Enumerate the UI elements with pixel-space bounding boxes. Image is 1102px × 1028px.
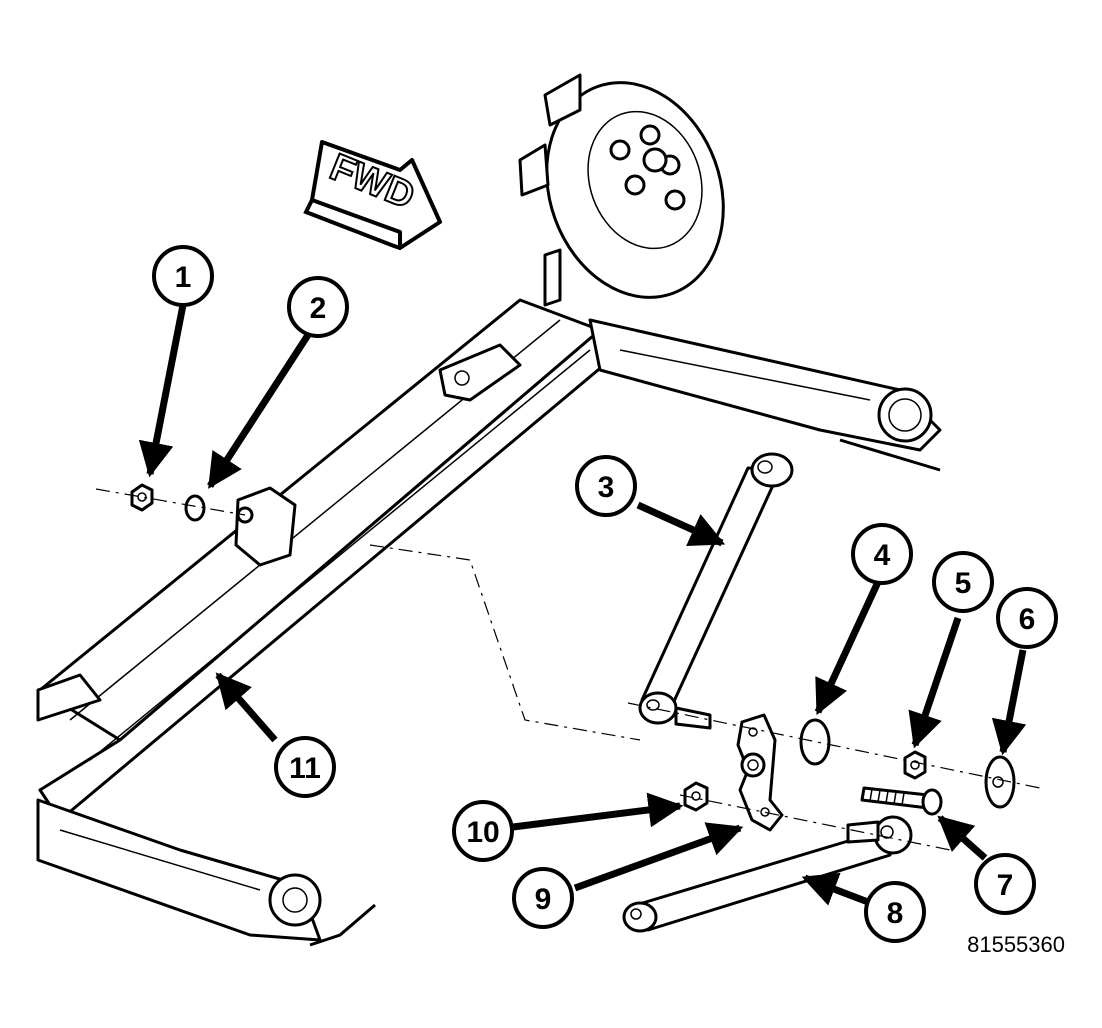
callout-label-1: 1 — [175, 261, 192, 294]
figure-number: 81555360 — [967, 932, 1065, 957]
washer-part-2 — [184, 494, 206, 522]
callout-9: 9 — [512, 867, 574, 929]
callout-2: 2 — [287, 276, 349, 338]
leader-6 — [991, 649, 1027, 756]
callout-5: 5 — [932, 551, 994, 613]
link-part-8 — [622, 815, 913, 933]
callout-label-4: 4 — [874, 539, 891, 572]
callout-7: 7 — [974, 853, 1036, 915]
leader-3 — [636, 501, 726, 547]
leader-1 — [138, 304, 187, 478]
leader-10 — [512, 792, 684, 831]
callout-10: 10 — [452, 800, 514, 862]
callout-label-5: 5 — [955, 567, 972, 600]
rear-axle-assembly — [36, 73, 942, 947]
leader-11 — [215, 672, 278, 743]
leader-lines — [138, 304, 1027, 906]
link-part-3 — [638, 452, 794, 730]
callout-11: 11 — [274, 736, 336, 798]
bracket-part-9 — [736, 713, 784, 832]
callout-label-7: 7 — [997, 869, 1014, 902]
nut-part-5 — [903, 750, 927, 780]
centerline-left — [95, 488, 246, 516]
leader-7 — [937, 815, 988, 861]
leader-4 — [814, 580, 882, 716]
leader-5 — [908, 616, 962, 749]
nut-part-1 — [130, 483, 154, 512]
centerline-long — [369, 544, 641, 741]
centerline-right-lower — [679, 794, 951, 851]
callout-label-2: 2 — [310, 292, 327, 325]
callout-label-6: 6 — [1019, 603, 1036, 636]
leader-8 — [801, 872, 870, 906]
callout-label-8: 8 — [887, 897, 904, 930]
leader-2 — [207, 333, 311, 489]
callout-label-9: 9 — [535, 883, 552, 916]
callout-6: 6 — [996, 587, 1058, 649]
bolt-part-7 — [860, 786, 943, 816]
callout-1: 1 — [152, 245, 214, 307]
callout-label-11: 11 — [289, 752, 321, 785]
callout-label-10: 10 — [466, 816, 499, 849]
callout-8: 8 — [864, 881, 926, 943]
nut-part-10 — [683, 781, 709, 812]
forward-direction-arrow: FWD — [303, 140, 442, 250]
callout-4: 4 — [851, 523, 913, 585]
centerline-right-upper — [627, 702, 1041, 789]
washer-part-4 — [799, 718, 831, 766]
leader-9 — [573, 822, 744, 892]
callout-label-3: 3 — [598, 471, 615, 504]
callout-3: 3 — [575, 455, 637, 517]
washer-part-6 — [984, 755, 1016, 809]
